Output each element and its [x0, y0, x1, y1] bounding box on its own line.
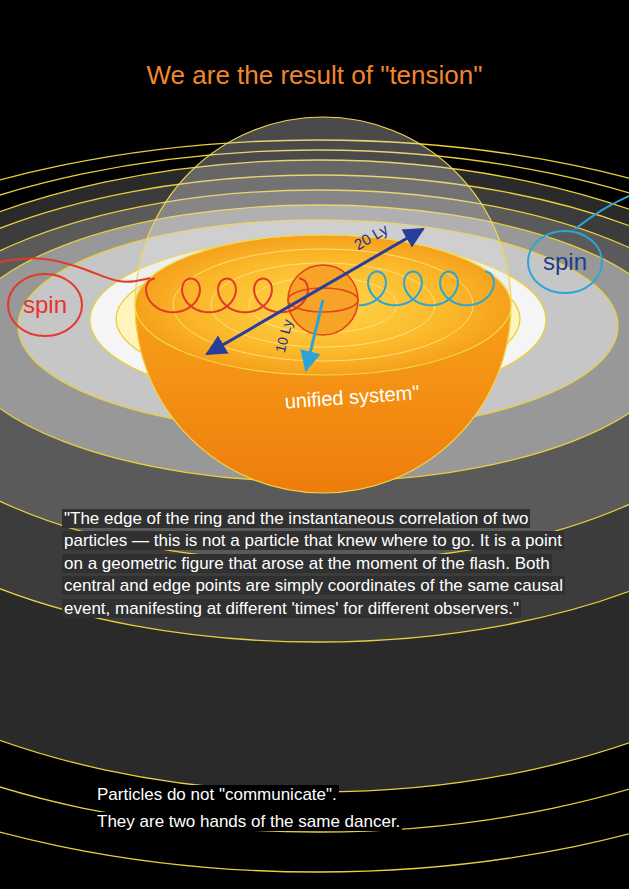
spin-spiral [359, 271, 494, 305]
quote-text-box: "The edge of the ring and the instantane… [62, 508, 572, 620]
ring [0, 160, 629, 792]
note-text-box: They are two hands of the same dancer. [95, 811, 565, 833]
spin-spiral [146, 278, 308, 312]
spin-label: spin [543, 248, 587, 276]
spin-spiral [0, 258, 150, 281]
note-text-box: Particles do not "communicate". [95, 784, 565, 806]
ring-bands [0, 140, 629, 872]
ring [0, 190, 629, 562]
spin-spiral [575, 196, 629, 229]
circle-outline [8, 274, 82, 336]
ring [0, 150, 629, 832]
note-text: Particles do not "communicate". [95, 785, 339, 804]
spin-spirals [0, 196, 629, 312]
ring [18, 220, 618, 432]
title: We are the result of "tension" [0, 60, 629, 91]
hemisphere [135, 117, 511, 493]
spin-circle: spin [6, 272, 84, 338]
ring [0, 140, 629, 872]
distance-arrows [207, 229, 423, 370]
ring [0, 175, 629, 642]
quote-text: "The edge of the ring and the instantane… [62, 509, 565, 618]
spin-label: spin [23, 291, 67, 319]
circle-outline [528, 231, 602, 293]
spin-circle: spin [526, 229, 604, 295]
note-text: They are two hands of the same dancer. [95, 812, 402, 831]
